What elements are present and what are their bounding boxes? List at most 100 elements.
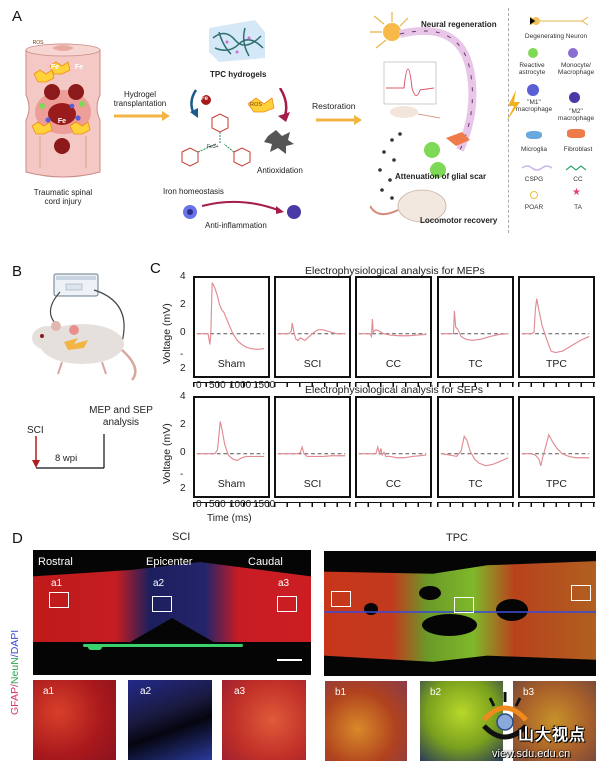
panel-letter-c: C <box>150 260 161 277</box>
roi-label: a2 <box>140 686 152 697</box>
group-label: Sham <box>217 358 246 370</box>
scale-bar <box>277 659 302 661</box>
plot-svg <box>521 433 590 466</box>
cspg-icon <box>522 165 552 171</box>
x-tick-label: 500 <box>209 499 226 510</box>
roi-label: b2 <box>430 687 442 698</box>
hydrogel-step-line1: Hydrogel <box>123 90 156 99</box>
x-tick-label: 0 <box>196 380 202 391</box>
cc-icon <box>566 165 586 171</box>
group-label: SCI <box>303 358 322 370</box>
plot-panel-sci: SCI <box>274 396 351 498</box>
roi-label: a1 <box>43 686 55 697</box>
tpc-section-title: TPC <box>446 532 468 544</box>
x-axis-ticks <box>518 382 595 387</box>
roi-label: b1 <box>335 687 347 698</box>
x-axis-ticks <box>274 382 351 387</box>
x-tick-label: 500 <box>209 380 226 391</box>
macrophage-polarization-arrow <box>183 200 301 219</box>
x-axis-ticks <box>518 502 595 507</box>
trace-sci <box>277 322 346 342</box>
x-tick-label: 1500 <box>253 499 276 510</box>
roi-label: b3 <box>523 687 535 698</box>
injured-spinal-cord-illustration <box>25 43 101 178</box>
legend-label: Fibroblast <box>563 146 593 153</box>
fibroblast-icon <box>567 129 585 138</box>
y-tick-label: 2 <box>180 419 186 430</box>
degenerating-neuron-icon <box>529 16 588 26</box>
transplantation-arrow-icon <box>114 111 170 121</box>
legend-label: CC <box>573 176 583 183</box>
monocyte-icon <box>568 48 578 58</box>
legend-label: Degenerating Neuron <box>524 33 588 40</box>
roi-box <box>277 596 297 612</box>
roi-label: a2 <box>153 578 165 589</box>
plot-svg <box>440 434 509 467</box>
reactive-astrocyte-icon <box>528 48 538 58</box>
sci-zoom-a2: a2 <box>128 680 212 760</box>
y-tick-label: 2 <box>180 299 186 310</box>
y-tick-label: 2 <box>180 363 186 375</box>
roi-box <box>454 597 474 613</box>
injury-label-line1: Traumatic spinal <box>33 188 93 197</box>
legend-label: TA <box>574 204 582 211</box>
cell-legend: Degenerating Neuron Reactive astrocyte M… <box>512 8 600 233</box>
hydrogel-name: TPC hydrogels <box>210 70 267 79</box>
y-tick-label: 0 <box>180 327 186 338</box>
anti-inflammation-label: Anti-inflammation <box>205 221 267 230</box>
stain-neun: NeuN <box>9 657 21 685</box>
legend-label: Monocyte/ Macrophage <box>557 62 595 77</box>
x-tick-label: 1000 <box>229 499 252 510</box>
plot-panel-cc: CC <box>355 396 432 498</box>
trace-cc <box>358 444 427 459</box>
group-label: TPC <box>546 478 567 490</box>
wpi-label: 8 wpi <box>55 453 78 464</box>
watermark-eye-logo-icon <box>482 692 528 740</box>
iron-chelation-structure <box>181 88 294 167</box>
watermark-url: view.sdu.edu.cn <box>492 748 571 760</box>
stain-label: GFAP/NeuN/DAPI <box>9 630 21 715</box>
x-tick-label: 1500 <box>253 380 276 391</box>
locomotor-recovery-label: Locomotor recovery <box>420 216 498 225</box>
hydrogel-step-line2: transplantation <box>113 99 167 108</box>
antioxidation-label: Antioxidation <box>257 166 303 175</box>
plot-panel-sham: Sham <box>193 396 270 498</box>
legend-label: Microglia <box>520 146 547 153</box>
sci-zoom-a1: a1 <box>33 680 116 760</box>
x-axis-ticks <box>193 502 270 507</box>
glial-scar-label: Attenuation of glial scar <box>395 172 487 181</box>
y-axis-label: Voltage (mV) <box>161 303 173 364</box>
sci-timepoint-label: SCI <box>27 425 44 436</box>
plot-svg <box>440 310 509 342</box>
x-axis-ticks <box>274 502 351 507</box>
plot-panel-cc: CC <box>355 276 432 378</box>
sci-overview-micrograph: Rostral Epicenter Caudal a1 a2 a3 <box>33 550 311 675</box>
chart-title: Electrophysiological analysis for MEPs <box>305 265 485 277</box>
trace-tc <box>440 310 509 342</box>
legend-label: POAR <box>524 204 544 211</box>
group-label: TPC <box>546 358 567 370</box>
plot-panel-tpc: TPC <box>518 396 595 498</box>
plot-svg <box>196 421 265 462</box>
fe-marker: Fe <box>74 64 84 71</box>
plot-svg <box>277 445 346 457</box>
trace-tpc <box>521 298 590 354</box>
panel-letter-b: B <box>12 263 23 280</box>
legend-label: "M1" macrophage <box>515 99 553 114</box>
plot-svg <box>358 444 427 459</box>
roi-label: a3 <box>234 686 246 697</box>
chart-title: Electrophysiological analysis for SEPs <box>305 384 483 396</box>
legend-divider <box>508 8 510 233</box>
y-tick-label: 2 <box>180 483 186 495</box>
m1-macrophage-icon <box>527 84 539 96</box>
y-tick-label: 4 <box>180 391 186 402</box>
y-tick-label: 4 <box>180 271 186 282</box>
stain-gfap: GFAP <box>9 686 21 715</box>
plot-panel-tc: TC <box>437 396 514 498</box>
restoration-arrow-icon <box>316 115 362 125</box>
fe-marker: Fe <box>57 118 67 125</box>
x-axis-ticks <box>193 382 270 387</box>
plot-svg <box>358 318 427 339</box>
y-axis-label: Voltage (mV) <box>161 423 173 484</box>
